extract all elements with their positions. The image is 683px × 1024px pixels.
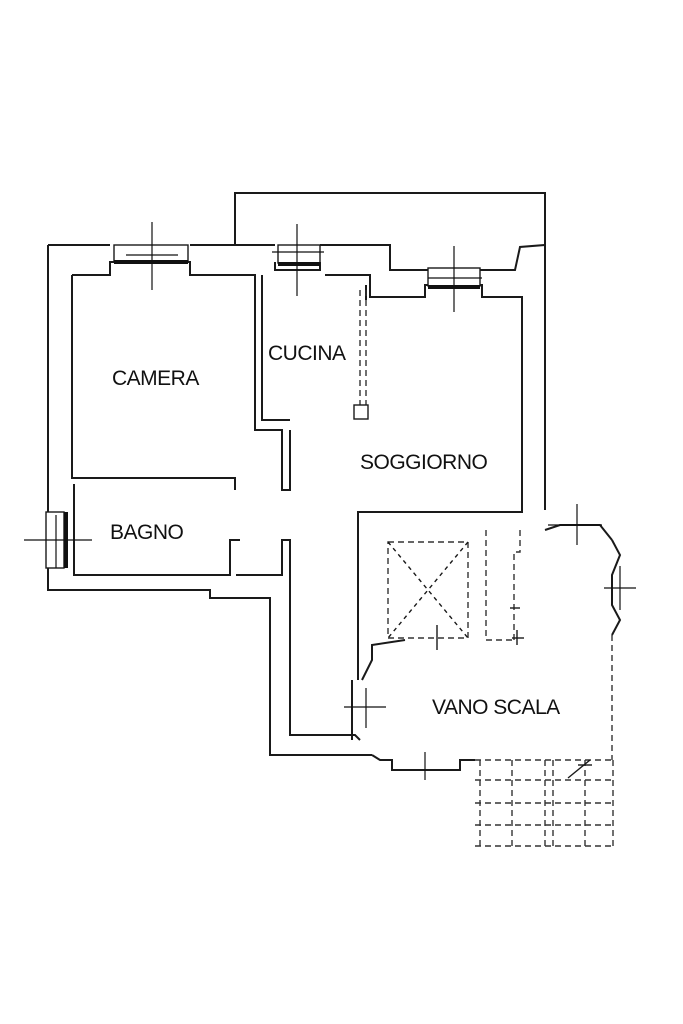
room-label-cucina: CUCINA — [268, 342, 346, 365]
room-label-bagno: BAGNO — [110, 521, 184, 544]
window-vano-scala-side — [604, 566, 636, 610]
stair-steps — [475, 759, 615, 847]
room-label-soggiorno: SOGGIORNO — [360, 451, 488, 474]
window-soggiorno — [427, 246, 482, 312]
balcony-outline — [234, 192, 546, 245]
window-camera — [113, 222, 189, 290]
lift-shaft — [387, 541, 469, 650]
window-bagno — [24, 511, 92, 569]
door-marker-soggiorno — [344, 688, 386, 728]
room-label-vano-scala: VANO SCALA — [432, 696, 560, 719]
window-vano-scala-top — [548, 504, 602, 545]
outer-walls — [47, 243, 622, 771]
stair-landing-dashed — [485, 530, 613, 760]
window-cucina — [272, 224, 324, 296]
kitchen-hood-dashed — [353, 290, 369, 420]
inner-walls — [71, 261, 523, 741]
room-label-camera: CAMERA — [112, 367, 199, 390]
